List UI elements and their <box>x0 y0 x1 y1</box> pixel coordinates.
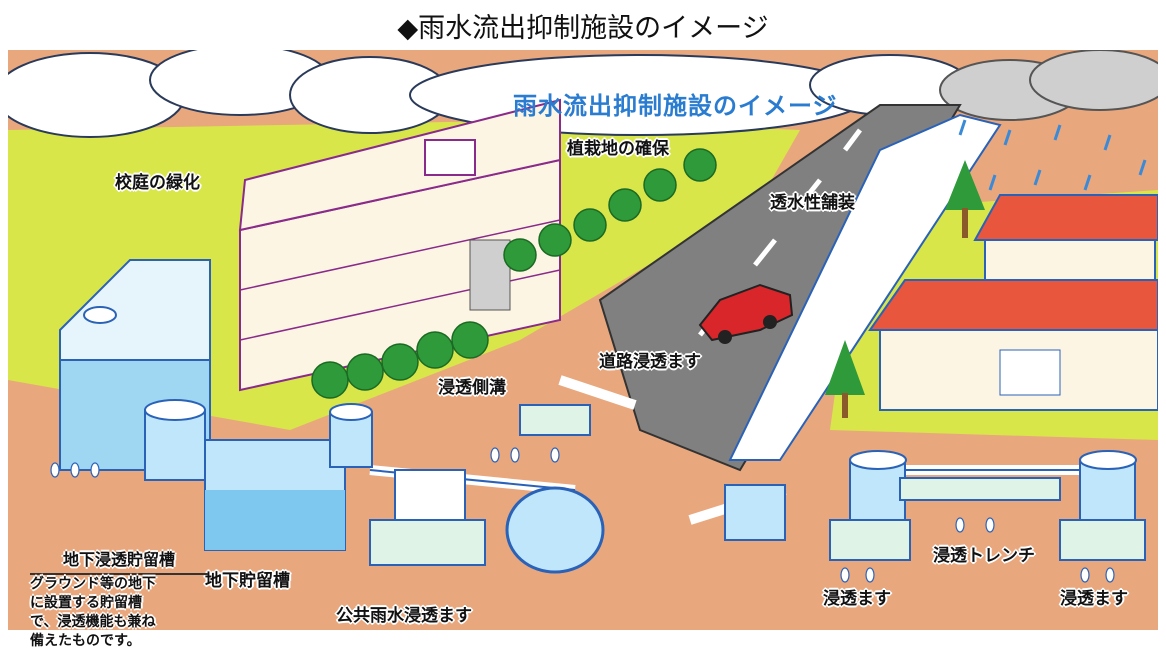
label-schoolyard-greening: 校庭の緑化 <box>115 173 200 193</box>
label-infiltration-basin-right: 浸透ます <box>1060 589 1128 609</box>
label-public-infiltration-basin: 公共雨水浸透ます <box>336 606 472 626</box>
label-underground-storage-tank: 地下貯留槽 <box>205 571 290 591</box>
hedge-row <box>311 148 717 399</box>
label-infiltration-basin-left: 浸透ます <box>823 589 891 609</box>
car <box>698 283 794 344</box>
label-permeable-pavement: 透水性舗装 <box>770 193 855 213</box>
illustration <box>8 50 1158 630</box>
gravel-beds <box>369 404 1146 566</box>
label-permeable-side-ditch: 浸透側溝 <box>438 378 506 398</box>
underground-tank <box>204 439 346 551</box>
description-line: に設置する貯留槽 <box>30 595 142 611</box>
house-front <box>868 279 1158 411</box>
pipe-opening <box>505 486 605 574</box>
infiltration-cylinders <box>144 399 1137 541</box>
description-line: グラウンド等の地下 <box>30 576 156 592</box>
tree-group <box>825 160 985 418</box>
label-underground-infiltration-storage: 地下浸透貯留槽 <box>30 546 208 575</box>
rain-cloud <box>939 50 1158 121</box>
sidewalk <box>728 113 1002 461</box>
label-infiltration-trench: 浸透トレンチ <box>933 546 1035 566</box>
description-line: で、浸透機能も兼ね <box>30 614 156 630</box>
water-drops <box>50 447 1115 583</box>
description-text: グラウンド等の地下 に設置する貯留槽 で、浸透機能も兼ね 備えたものです。 <box>30 575 215 651</box>
page-title: ◆雨水流出抑制施設のイメージ <box>397 13 769 44</box>
rain <box>958 119 1147 191</box>
label-road-infiltration-basin: 道路浸透ます <box>599 352 701 372</box>
banner-title: 雨水流出抑制施設のイメージ <box>513 92 838 120</box>
label-planting-area: 植栽地の確保 <box>567 139 669 159</box>
